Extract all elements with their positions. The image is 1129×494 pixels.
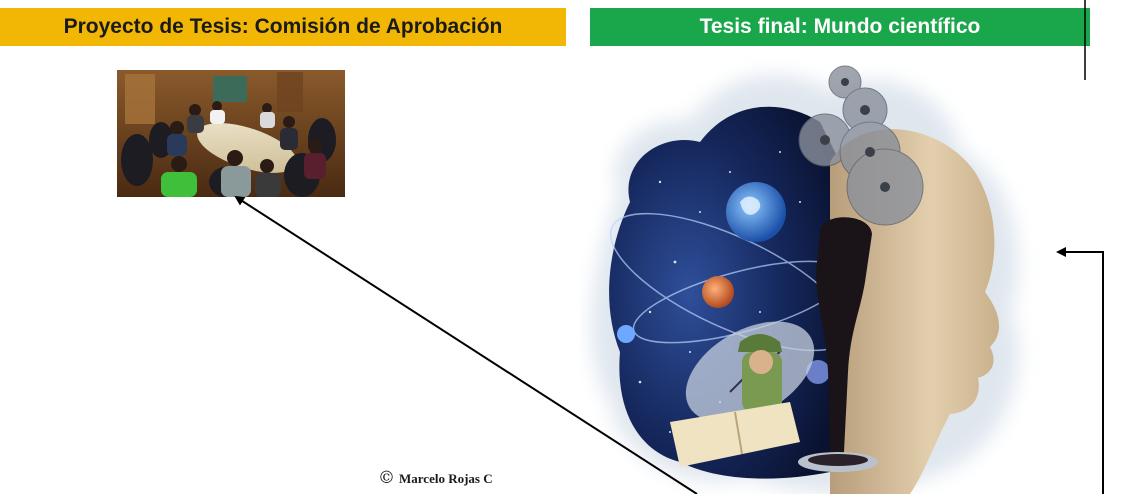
banner-thesis-project: Proyecto de Tesis: Comisión de Aprobació…	[0, 8, 566, 46]
copyright-author: Marcelo Rojas C	[399, 471, 493, 486]
copyright-symbol: ©	[378, 468, 395, 488]
science-collage-image	[591, 65, 1019, 494]
banner-thesis-project-label: Proyecto de Tesis: Comisión de Aprobació…	[63, 15, 503, 38]
meeting-photo	[117, 70, 345, 197]
copyright-notice: © Marcelo Rojas C	[378, 468, 493, 488]
banner-final-thesis-label: Tesis final: Mundo científico	[699, 15, 981, 38]
banner-final-thesis: Tesis final: Mundo científico	[590, 8, 1090, 46]
arrow-to-science-head	[1056, 247, 1104, 494]
